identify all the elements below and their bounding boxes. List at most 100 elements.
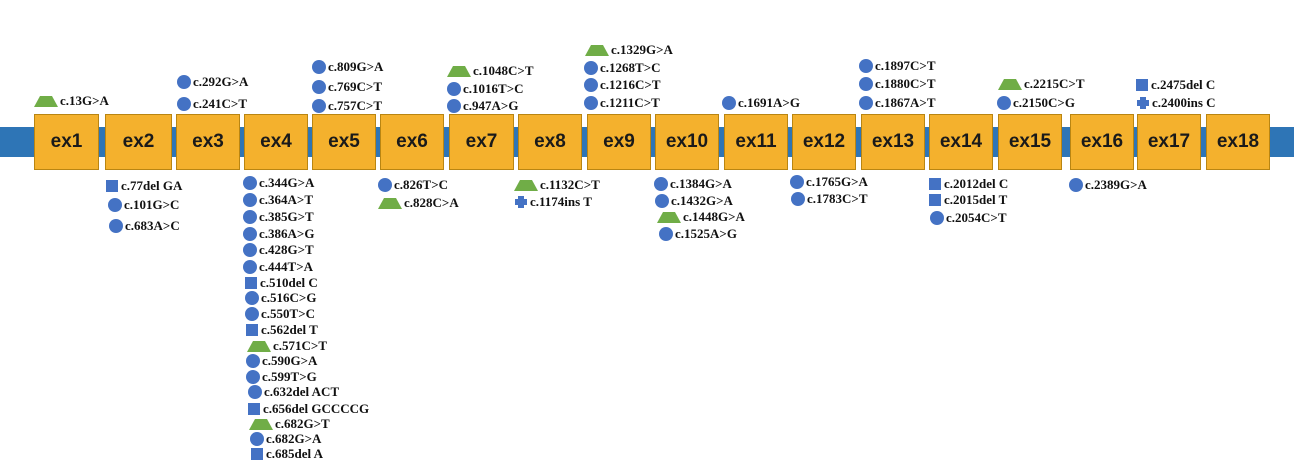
variant-text: c.1691A>G: [738, 95, 800, 110]
variant-text: c.571C>T: [273, 338, 327, 353]
plus-icon: [514, 195, 528, 209]
variant-text: c.2015del T: [944, 192, 1008, 207]
variant-text: c.364A>T: [259, 192, 313, 207]
exon-ex4: ex4: [244, 114, 308, 170]
variant-text: c.1211C>T: [600, 95, 660, 110]
variant-text: c.1867A>T: [875, 95, 936, 110]
circle-icon: [243, 176, 257, 190]
variant-text: c.826T>C: [394, 177, 448, 192]
variant-text: c.1048C>T: [473, 63, 534, 78]
variant-label: c.2150C>G: [997, 94, 1075, 112]
variant-label: c.1880C>T: [859, 75, 936, 93]
variant-label: c.683A>C: [109, 217, 180, 235]
variant-label: c.1448G>A: [657, 208, 745, 226]
variant-label: c.757C>T: [312, 97, 382, 115]
circle-icon: [659, 227, 673, 241]
variant-text: c.947A>G: [463, 98, 519, 113]
variant-label: c.386A>G: [243, 225, 314, 243]
exon-ex3: ex3: [176, 114, 240, 170]
variant-label: c.510del C: [245, 274, 318, 292]
circle-icon: [655, 194, 669, 208]
square-icon: [1136, 79, 1148, 91]
square-icon: [251, 448, 263, 460]
variant-label: c.364A>T: [243, 191, 313, 209]
variant-text: c.444T>A: [259, 259, 313, 274]
circle-icon: [859, 59, 873, 73]
circle-icon: [654, 177, 668, 191]
triangle-icon: [657, 211, 681, 223]
variant-text: c.682G>T: [275, 416, 330, 431]
variant-text: c.428G>T: [259, 242, 314, 257]
variant-text: c.769C>T: [328, 79, 382, 94]
triangle-icon: [378, 197, 402, 209]
exon-ex8: ex8: [518, 114, 582, 170]
triangle-icon: [585, 44, 609, 56]
variant-text: c.2475del C: [1151, 77, 1216, 92]
variant-text: c.101G>C: [124, 197, 180, 212]
variant-text: c.550T>C: [261, 306, 315, 321]
variant-label: c.1525A>G: [659, 225, 737, 243]
variant-label: c.947A>G: [447, 97, 518, 115]
variant-label: c.2215C>T: [998, 75, 1085, 93]
variant-label: c.1174ins T: [514, 193, 592, 211]
variant-text: c.13G>A: [60, 93, 109, 108]
variant-label: c.1268T>C: [584, 59, 661, 77]
variant-label: c.769C>T: [312, 78, 382, 96]
variant-label: c.13G>A: [34, 92, 109, 110]
variant-label: c.590G>A: [246, 352, 317, 370]
variant-text: c.344G>A: [259, 175, 315, 190]
variant-label: c.1329G>A: [585, 41, 673, 59]
variant-label: c.516C>G: [245, 289, 316, 307]
variant-text: c.2215C>T: [1024, 76, 1085, 91]
exon-ex17: ex17: [1137, 114, 1201, 170]
variant-text: c.1216C>T: [600, 77, 661, 92]
variant-text: c.828C>A: [404, 195, 459, 210]
variant-label: c.656del GCCCCG: [248, 400, 369, 418]
variant-text: c.1880C>T: [875, 76, 936, 91]
exon-ex14: ex14: [929, 114, 993, 170]
circle-icon: [1069, 178, 1083, 192]
variant-text: c.386A>G: [259, 226, 315, 241]
circle-icon: [930, 211, 944, 225]
variant-text: c.632del ACT: [264, 384, 340, 399]
circle-icon: [584, 61, 598, 75]
circle-icon: [378, 178, 392, 192]
variant-label: c.77del GA: [106, 177, 182, 195]
square-icon: [929, 178, 941, 190]
variant-label: c.101G>C: [108, 196, 179, 214]
square-icon: [929, 194, 941, 206]
variant-text: c.599T>G: [262, 369, 317, 384]
variant-label: c.826T>C: [378, 176, 448, 194]
circle-icon: [312, 99, 326, 113]
circle-icon: [790, 175, 804, 189]
variant-text: c.1765G>A: [806, 174, 868, 189]
circle-icon: [447, 82, 461, 96]
variant-label: c.344G>A: [243, 174, 314, 192]
circle-icon: [245, 291, 259, 305]
triangle-icon: [34, 95, 58, 107]
variant-text: c.1132C>T: [540, 177, 600, 192]
triangle-icon: [998, 78, 1022, 90]
circle-icon: [447, 99, 461, 113]
circle-icon: [177, 97, 191, 111]
variant-label: c.292G>A: [177, 73, 248, 91]
exon-ex10: ex10: [655, 114, 719, 170]
plus-icon: [1136, 96, 1150, 110]
variant-text: c.2150C>G: [1013, 95, 1075, 110]
variant-label: c.1897C>T: [859, 57, 936, 75]
circle-icon: [243, 210, 257, 224]
variant-text: c.1384G>A: [670, 176, 732, 191]
circle-icon: [312, 60, 326, 74]
triangle-icon: [514, 179, 538, 191]
variant-label: c.1216C>T: [584, 76, 661, 94]
square-icon: [106, 180, 118, 192]
variant-label: c.1048C>T: [447, 62, 534, 80]
circle-icon: [246, 370, 260, 384]
variant-label: c.562del T: [246, 321, 318, 339]
variant-label: c.385G>T: [243, 208, 314, 226]
triangle-icon: [249, 418, 273, 430]
square-icon: [245, 277, 257, 289]
variant-text: c.2054C>T: [946, 210, 1007, 225]
circle-icon: [312, 80, 326, 94]
variant-label: c.1691A>G: [722, 94, 800, 112]
